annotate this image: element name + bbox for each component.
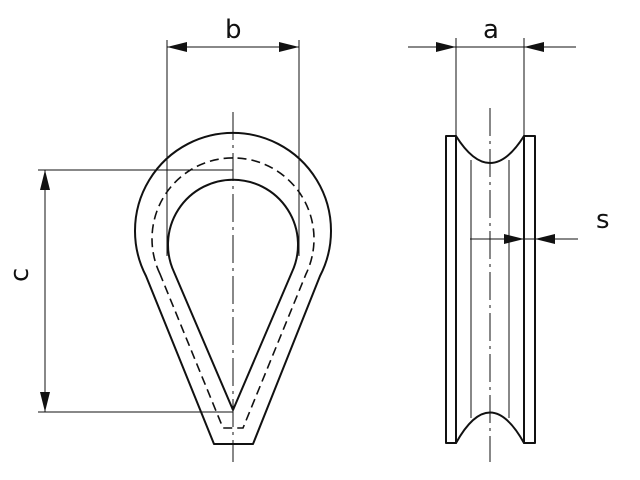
dim-s-label: s xyxy=(596,205,610,235)
dim-a-label: a xyxy=(483,15,499,45)
dim-b-arrow-left xyxy=(167,42,187,52)
dim-a-arrow-right xyxy=(524,42,544,52)
dim-c-label: c xyxy=(5,268,35,282)
dim-a-arrow-left xyxy=(436,42,456,52)
dimension-a: a xyxy=(408,15,576,136)
side-outer-contour xyxy=(445,135,536,444)
dim-c-arrow-bottom xyxy=(40,392,50,412)
thimble-front-view xyxy=(134,112,332,462)
dimension-b: b xyxy=(166,15,300,256)
thimble-inner-contour xyxy=(167,178,299,411)
dim-c-arrow-top xyxy=(40,170,50,190)
thimble-side-view xyxy=(445,108,536,462)
thimble-outer-contour xyxy=(134,131,332,445)
thimble-groove-dashed xyxy=(151,157,315,429)
dimension-c: c xyxy=(5,169,233,413)
dim-s-arrow-right xyxy=(535,234,555,244)
dim-s-arrow-left xyxy=(504,234,524,244)
dim-b-arrow-right xyxy=(279,42,299,52)
dim-b-label: b xyxy=(225,15,242,45)
dimension-s: s xyxy=(470,205,610,244)
